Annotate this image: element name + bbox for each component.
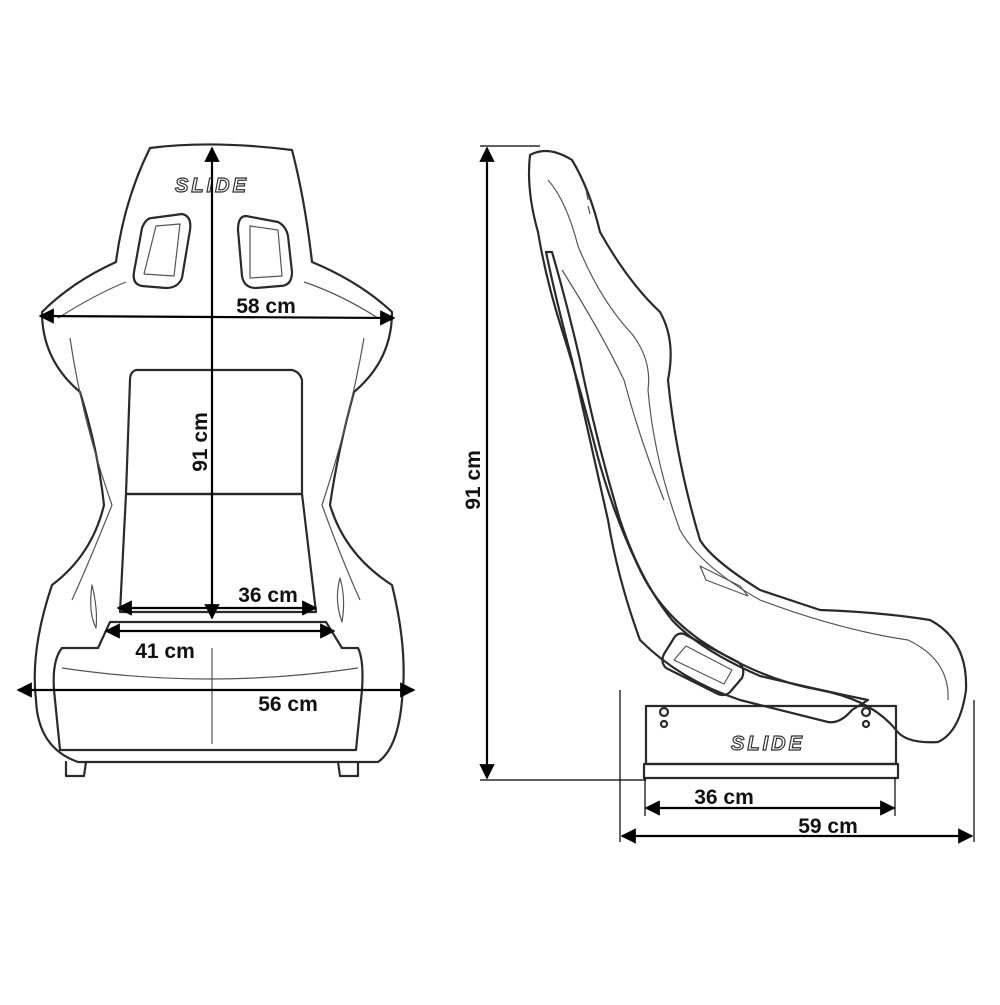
side-view-seat: SLIDE — [527, 149, 968, 780]
front-back-cushion — [124, 368, 304, 496]
front-width-bottom-label: 56 cm — [258, 693, 318, 716]
front-foot-left — [64, 760, 88, 778]
front-dim-width-top: 58 cm — [38, 295, 396, 326]
side-logo: SLIDE — [731, 733, 805, 755]
front-view-seat: SLIDE — [33, 143, 405, 778]
side-height-label: 91 cm — [462, 450, 485, 510]
bolt-icon — [659, 719, 669, 729]
side-total-depth-label: 59 cm — [798, 815, 858, 838]
front-seat-shell — [33, 143, 405, 764]
front-seat-cushion-label: 41 cm — [135, 640, 195, 663]
front-seat-cushion — [52, 620, 364, 752]
front-width-top-label: 58 cm — [236, 295, 296, 318]
front-dim-width-bottom: 56 cm — [16, 682, 416, 716]
side-base-depth-label: 36 cm — [694, 786, 754, 809]
side-dim-total-depth: 59 cm — [619, 690, 975, 844]
front-vent-left — [90, 584, 98, 629]
bolt-icon — [861, 719, 871, 729]
side-tag — [585, 189, 591, 215]
front-foot-right — [336, 760, 360, 778]
front-seat-inner-contour — [57, 281, 379, 601]
front-dim-seat-inner: 36 cm — [116, 584, 318, 616]
front-harness-slot-right — [236, 214, 294, 290]
bolt-icon — [658, 706, 670, 718]
side-lower-shell — [544, 250, 870, 724]
side-seat-shell — [527, 149, 968, 744]
front-seat-inner-label: 36 cm — [238, 584, 298, 607]
front-height-label: 91 cm — [189, 412, 212, 472]
side-dim-height: 91 cm — [462, 145, 646, 781]
front-vent-right — [336, 577, 345, 623]
side-side-slot — [661, 632, 745, 697]
bolt-icon — [860, 706, 872, 718]
front-dim-height: 91 cm — [189, 146, 220, 620]
side-dim-base-depth: 36 cm — [644, 778, 896, 816]
front-harness-slot-left — [132, 212, 192, 290]
front-dim-seat-cushion: 41 cm — [104, 623, 336, 663]
side-base-rail — [642, 762, 900, 780]
